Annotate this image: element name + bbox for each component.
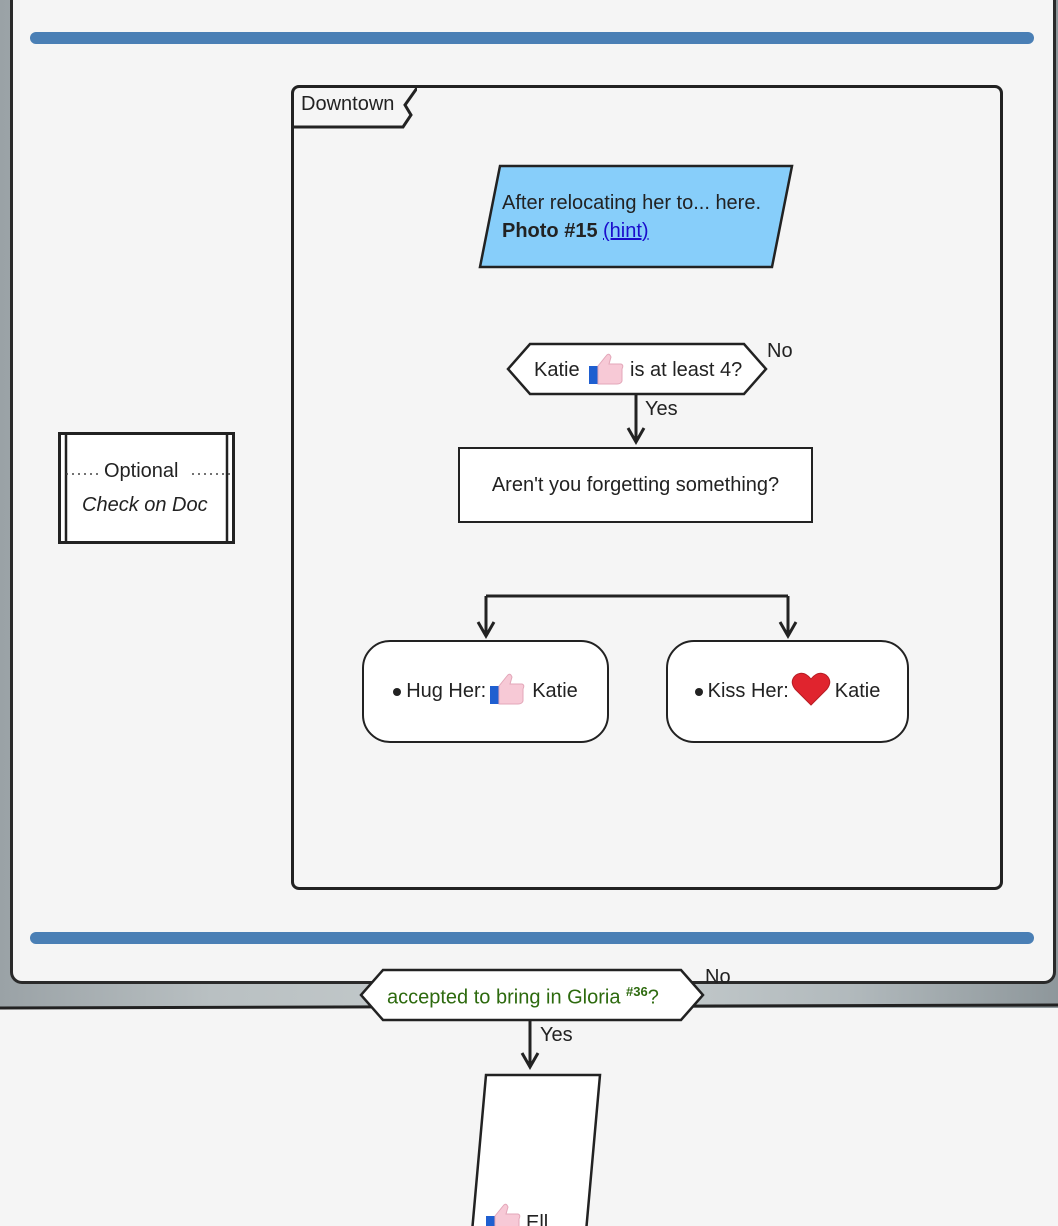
decision1-no-label: No	[767, 340, 793, 362]
prompt-box[interactable]: Aren't you forgetting something?	[458, 447, 813, 523]
prompt-text: Aren't you forgetting something?	[491, 473, 780, 496]
decision2-yes-label: Yes	[540, 1024, 573, 1046]
frame-label-tab: Downtown	[291, 85, 417, 129]
frame-label-text: Downtown	[301, 93, 395, 115]
photo-line1: After relocating her to... here.	[502, 192, 762, 214]
photo-parallelogram: After relocating her to... here. Photo #…	[478, 163, 794, 269]
decision1-yes-label: Yes	[645, 398, 678, 420]
top-accent-bar	[30, 32, 1034, 44]
optional-subtitle: Check on Doc	[82, 494, 208, 516]
hint-link[interactable]: (hint)	[603, 220, 649, 242]
hug-label: Hug Her:	[406, 680, 487, 702]
heart-icon	[791, 671, 831, 713]
choice-kiss-her[interactable]: Kiss Her: Katie	[666, 640, 909, 743]
decision1-prefix: Katie	[534, 359, 580, 381]
kiss-label: Kiss Her:	[707, 680, 789, 702]
decision-katie-level: Katie is at least 4?	[506, 341, 768, 397]
photo-label: Photo #15	[502, 220, 598, 242]
bottom-box-text: Ell	[526, 1212, 549, 1226]
decision2-sup: #36	[626, 984, 648, 999]
thumbs-up-icon	[484, 1202, 522, 1226]
optional-title: Optional	[104, 460, 179, 482]
thumbs-up-icon	[488, 672, 526, 712]
decision2-no-label: No	[705, 966, 731, 988]
decision-gloria: accepted to bring in Gloria #36?	[359, 967, 705, 1023]
decision2-tail: ?	[647, 986, 659, 1009]
bullet	[694, 687, 703, 696]
hug-name: Katie	[532, 680, 578, 702]
decision2-text: accepted to bring in Gloria	[387, 986, 621, 1009]
optional-box[interactable]: Optional Check on Doc	[58, 432, 235, 544]
decision1-suffix: is at least 4?	[630, 359, 743, 381]
bullet	[393, 687, 402, 696]
bottom-parallelogram: Ell	[470, 1072, 602, 1226]
choice-hug-her[interactable]: Hug Her: Katie	[362, 640, 609, 743]
thumbs-up-icon	[587, 352, 625, 391]
kiss-name: Katie	[834, 680, 881, 702]
bottom-accent-bar	[30, 932, 1034, 944]
